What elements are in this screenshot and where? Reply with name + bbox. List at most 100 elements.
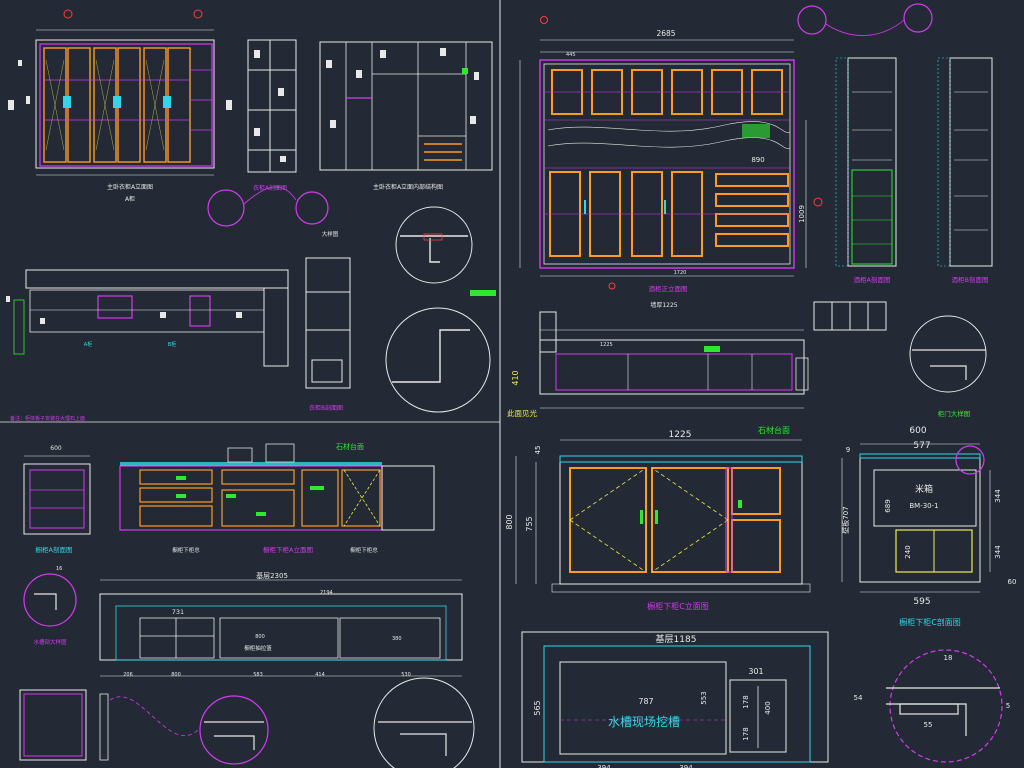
label-wine-side-b: 酒柜B剖面图 xyxy=(952,275,989,284)
sink-plan-view xyxy=(521,631,829,763)
wine-plan xyxy=(539,311,809,409)
dim-380: 380 xyxy=(392,636,402,642)
sink-detail-circle xyxy=(23,573,77,627)
label-rice-model: BM-30-1 xyxy=(909,502,938,510)
dim-800-c: 800 xyxy=(505,514,514,529)
label-cab-c-section: 橱柜下柜C剖面图 xyxy=(899,617,961,627)
dim-1225: 1225 xyxy=(669,430,692,440)
label-sink-cut: 水槽现场挖槽 xyxy=(608,714,680,729)
label-door-detail: 柜门大样图 xyxy=(938,409,971,418)
low-cabinet-elevation-a xyxy=(119,443,435,531)
label-low-section-a: 橱柜A剖面图 xyxy=(36,545,73,554)
dim-wine-1009: 1009 xyxy=(798,205,806,223)
label-drawer: 橱柜抽拉篮 xyxy=(244,644,272,652)
label-section-b: 衣柜B剖面图 xyxy=(309,404,343,412)
cabinet-c-section xyxy=(841,443,991,593)
dim-16: 16 xyxy=(56,566,62,572)
wardrobe-inner-elevation xyxy=(319,41,493,171)
dim-800b: 800 xyxy=(255,634,265,640)
dim-60: 60 xyxy=(1008,578,1017,586)
dim-689: 689 xyxy=(884,499,892,512)
upper-plan-view xyxy=(6,269,289,367)
dim-9: 9 xyxy=(846,446,850,454)
bottom-left-section xyxy=(19,689,109,761)
dim-206: 206 xyxy=(123,672,133,678)
dim-1225-b: 1225 xyxy=(600,342,613,348)
cabinet-c-elevation xyxy=(515,439,811,593)
label-wardrobe-elev: 主卧衣柜A立面图 xyxy=(107,183,153,191)
dim-2194: 2194 xyxy=(320,590,333,596)
label-note-2: 橱柜下柜总 xyxy=(350,546,378,554)
dim-600-left: 600 xyxy=(50,445,62,452)
dim-178-b: 178 xyxy=(742,727,750,740)
label-note-1: 橱柜下柜总 xyxy=(172,546,200,554)
label-plan-note: 备注：柜体板子安装在大理石上面 xyxy=(10,415,85,422)
dim-787: 787 xyxy=(638,697,653,706)
detail-callout-2 xyxy=(295,191,329,225)
wine-side-a xyxy=(835,57,897,267)
dim-565: 565 xyxy=(533,700,542,715)
label-rice-box: 米箱 xyxy=(915,483,933,495)
dim-55: 55 xyxy=(924,721,933,729)
base-plan-view xyxy=(99,579,463,677)
dim-54: 54 xyxy=(854,694,863,702)
label-plan-width: 墙厚1225 xyxy=(650,301,677,309)
detail-circle-mid xyxy=(385,307,491,413)
dim-45: 45 xyxy=(534,446,542,455)
label-sink-plan-width: 基层1185 xyxy=(656,633,697,645)
detail-callout-1 xyxy=(207,189,245,227)
label-plan-a: A柜 xyxy=(84,341,92,348)
detail-circle-bottom-mid xyxy=(373,677,475,768)
dim-wine-width: 2685 xyxy=(656,29,675,38)
dim-414: 414 xyxy=(315,672,325,678)
dim-394-b: 394 xyxy=(679,764,693,768)
door-detail-circle xyxy=(909,315,987,393)
dim-178-a: 178 xyxy=(742,695,750,708)
label-low-elev-a: 橱柜下柜A立面图 xyxy=(263,545,313,554)
dim-5: 5 xyxy=(1006,702,1010,710)
label-not-visible: 此面见光 xyxy=(507,408,537,418)
dim-553: 553 xyxy=(700,691,708,704)
detail-circle-top xyxy=(395,206,473,284)
dim-530: 530 xyxy=(401,672,411,678)
label-wardrobe-scale: A柜 xyxy=(125,195,135,203)
label-wine-front: 酒柜正立面图 xyxy=(649,284,688,293)
wardrobe-section-a xyxy=(247,39,297,173)
dim-wine-890: 890 xyxy=(751,156,764,164)
dim-394-a: 394 xyxy=(597,764,611,768)
dim-755: 755 xyxy=(525,516,534,531)
label-stone-top: 石材台面 xyxy=(336,442,364,451)
label-wine-side-a: 酒柜A剖面图 xyxy=(854,275,891,284)
dim-240: 240 xyxy=(904,545,912,558)
label-base-width: 基层2305 xyxy=(256,571,288,580)
low-cabinet-section-a xyxy=(23,455,91,535)
panel-detail xyxy=(813,301,887,331)
label-sink-detail: 水槽剖大样图 xyxy=(33,638,67,646)
dim-445-a: 445 xyxy=(566,52,576,58)
label-plan-b: B柜 xyxy=(168,341,176,348)
dim-344-a: 344 xyxy=(994,489,1002,503)
wine-cabinet-front xyxy=(519,39,807,277)
wine-side-b xyxy=(937,57,993,267)
dim-583: 583 xyxy=(253,672,263,678)
label-wall-thickness: 壁板707 xyxy=(841,506,850,533)
dim-595: 595 xyxy=(913,597,930,607)
dim-800: 800 xyxy=(171,672,181,678)
detail-circle-bottom-right xyxy=(889,649,1003,763)
dim-731: 731 xyxy=(172,608,184,616)
label-cab-c-elev: 橱柜下柜C立面图 xyxy=(647,601,709,611)
dim-577: 577 xyxy=(913,441,930,451)
dim-wine-1720: 1720 xyxy=(674,270,687,276)
dim-600: 600 xyxy=(909,426,926,436)
label-detail-section: 大样图 xyxy=(322,230,339,238)
dim-301: 301 xyxy=(748,667,763,676)
detail-circle-bottom-left xyxy=(199,695,269,765)
label-stone-top-2: 石材台面 xyxy=(758,425,790,435)
dim-400: 400 xyxy=(764,701,772,714)
green-marker xyxy=(470,290,496,296)
dim-18: 18 xyxy=(944,654,953,662)
wardrobe-elevation xyxy=(8,9,232,176)
wardrobe-section-b xyxy=(305,257,351,389)
